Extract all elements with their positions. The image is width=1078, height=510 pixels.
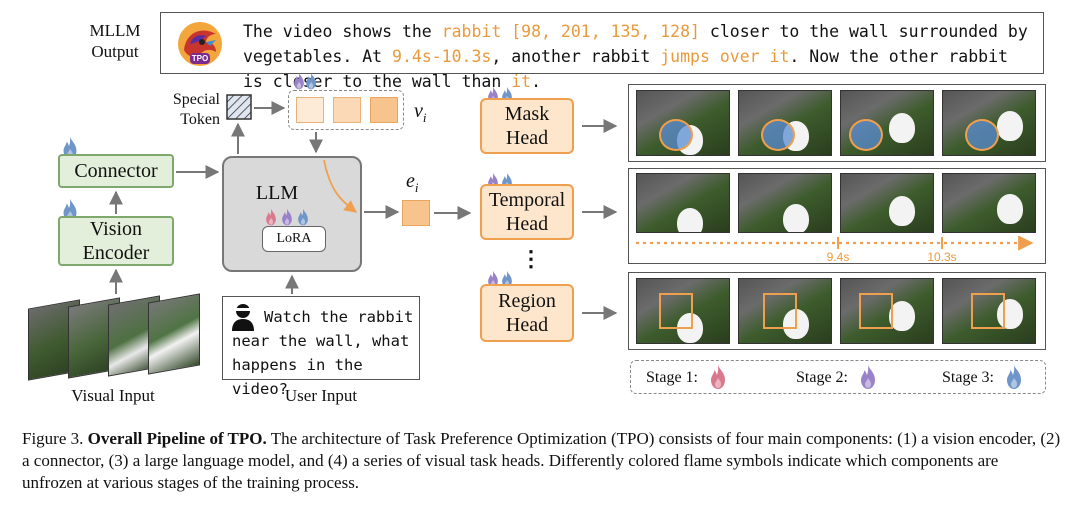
user-input-box <box>222 296 420 380</box>
lora-box: LoRA <box>262 226 326 252</box>
video-frame <box>942 278 1036 344</box>
stage3-flame-icon <box>1004 364 1024 390</box>
stage3-label: Stage 3: <box>942 369 994 386</box>
logo-text: TPO <box>191 54 209 63</box>
visual-input-frames <box>28 293 200 381</box>
video-frame <box>840 173 934 233</box>
video-frame <box>738 278 832 344</box>
token-2 <box>333 97 361 123</box>
token-1 <box>296 97 324 123</box>
visual-input-label: Visual Input <box>71 386 155 405</box>
rabbit-shape <box>783 204 809 232</box>
timeline-tick-1: 9.4s <box>826 250 850 264</box>
mllm-output-label: MLLM Output <box>89 21 141 61</box>
video-frame <box>942 173 1036 233</box>
llm-label: LLM <box>255 182 299 204</box>
video-frame <box>636 90 730 156</box>
mllm-text-segment: rabbit [98, 201, 135, 128] <box>441 22 700 41</box>
stage2-flame-icon <box>858 364 878 390</box>
figure-caption: Figure 3. Overall Pipeline of TPO. The a… <box>22 428 1062 494</box>
video-frame <box>636 278 730 344</box>
caption-body: The architecture of Task Preference Opti… <box>22 429 1061 492</box>
timeline-tick-2: 10.3s <box>927 250 957 264</box>
region-box <box>763 293 797 329</box>
mllm-text-segment: The video shows the <box>243 22 442 41</box>
mllm-text-segment: . <box>531 72 542 91</box>
e-i-token <box>402 200 430 226</box>
v-i-label: vi <box>414 100 427 125</box>
token-group <box>288 90 404 130</box>
mllm-text-segment: jumps over it <box>660 47 790 66</box>
more-heads-ellipsis: ⋮ <box>520 246 542 271</box>
stage2-flame-icon <box>280 208 294 226</box>
stage1-flame-icon <box>264 208 278 226</box>
temporal-head-box: Temporal Head <box>480 184 574 240</box>
video-frame <box>942 90 1036 156</box>
mllm-output-text: The video shows the rabbit [98, 201, 135… <box>243 19 1033 94</box>
caption-prefix: Figure 3. <box>22 429 84 448</box>
rabbit-shape <box>997 194 1023 224</box>
mllm-text-segment: it <box>511 72 532 91</box>
mllm-text-segment: 9.4s-10.3s <box>392 47 492 66</box>
stage2-label: Stage 2: <box>796 369 848 386</box>
special-token-icon <box>226 94 252 120</box>
stage-legend <box>630 360 1046 394</box>
segmentation-mask <box>849 119 883 151</box>
timeline <box>636 236 1034 251</box>
mask-head-box: Mask Head <box>480 98 574 154</box>
video-frame <box>738 173 832 233</box>
video-frame <box>738 90 832 156</box>
rabbit-shape <box>997 111 1023 141</box>
user-input-text: Watch the rabbit near the wall, what hap… <box>232 308 414 398</box>
rabbit-shape <box>889 301 915 331</box>
tpo-logo: TPO <box>176 20 224 68</box>
stage1-label: Stage 1: <box>646 369 698 386</box>
stage3-flame-icon <box>296 208 310 226</box>
region-box <box>971 293 1005 329</box>
stage3-flame-icon <box>304 72 318 90</box>
e-i-label: ei <box>406 170 419 195</box>
segmentation-mask <box>659 119 693 151</box>
stage1-flame-icon <box>708 364 728 390</box>
special-token-label: Special Token <box>172 91 220 128</box>
rabbit-shape <box>677 208 703 232</box>
token-3 <box>370 97 398 123</box>
mllm-output-box <box>160 12 1044 74</box>
segmentation-mask <box>965 119 999 151</box>
vision-encoder-box: Vision Encoder <box>58 216 174 266</box>
rabbit-shape <box>997 299 1023 329</box>
mllm-text-segment: , another rabbit <box>491 47 661 66</box>
user-input-label: User Input <box>284 386 358 405</box>
video-frame <box>840 278 934 344</box>
segmentation-mask <box>761 119 795 151</box>
video-frame <box>636 173 730 233</box>
user-icon <box>232 304 254 331</box>
connector-box: Connector <box>58 154 174 188</box>
region-box <box>859 293 893 329</box>
region-head-box: Region Head <box>480 284 574 342</box>
rabbit-shape <box>889 113 915 143</box>
mllm-text-segment: closer to the wall surrounded by vegetab… <box>243 22 1028 66</box>
video-frame <box>840 90 934 156</box>
caption-title: Overall Pipeline of TPO. <box>87 429 267 448</box>
rabbit-shape <box>889 196 915 226</box>
region-box <box>659 293 693 329</box>
